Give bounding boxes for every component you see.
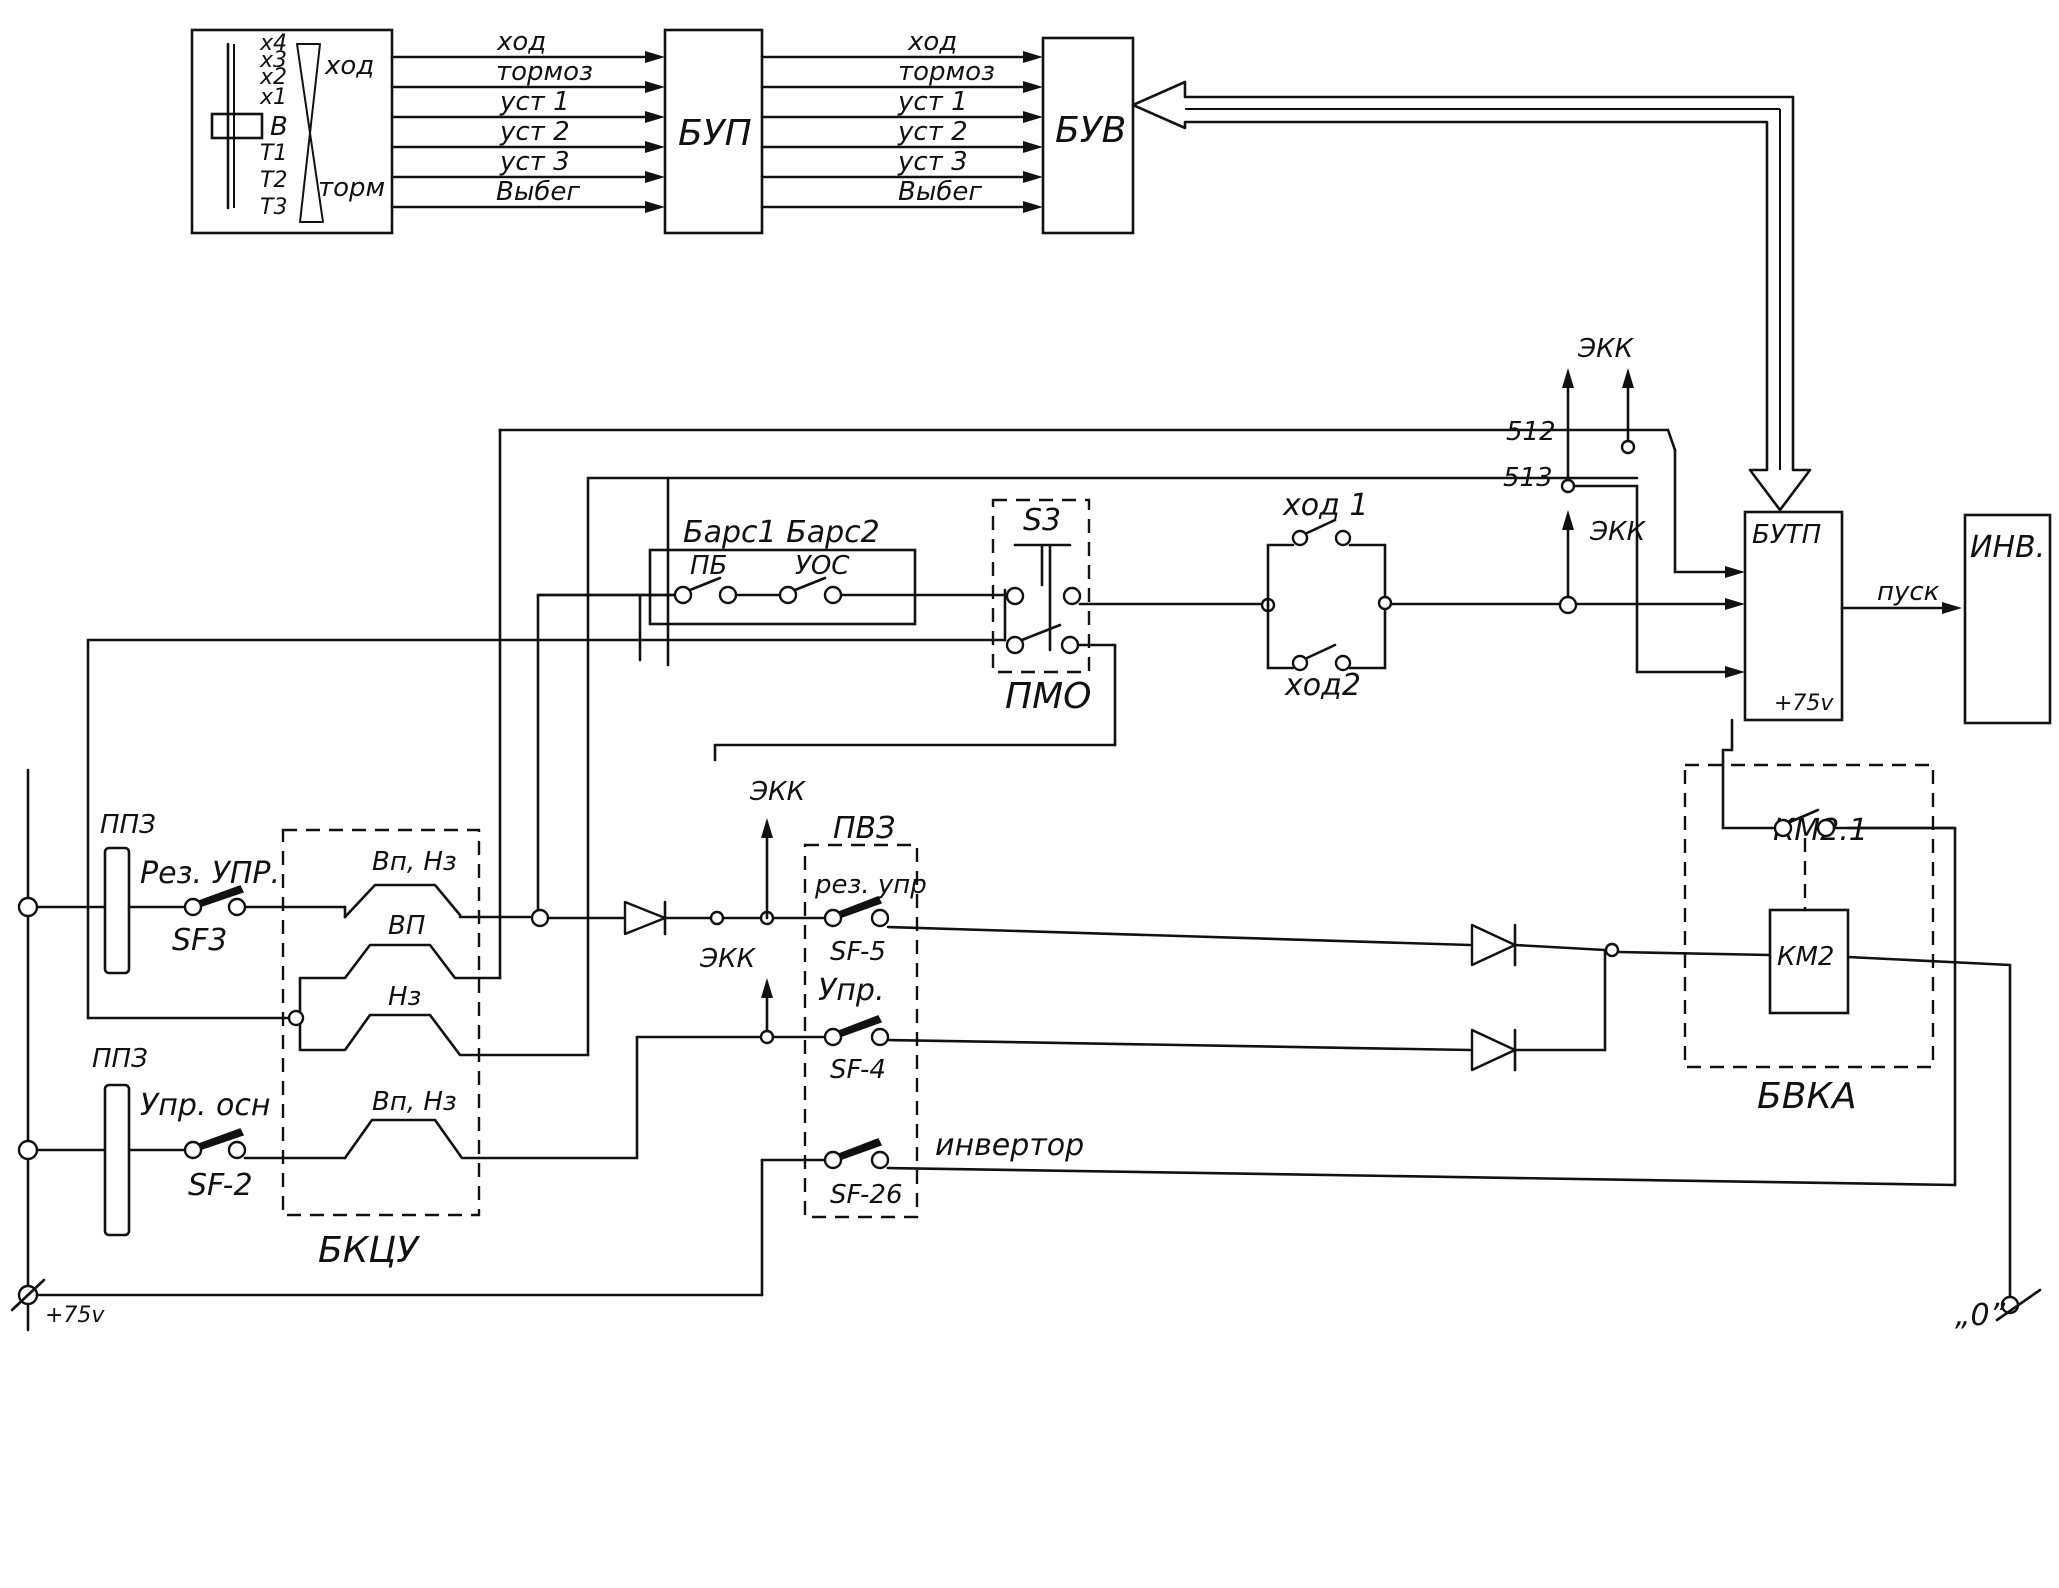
upr-osn-label: Упр. осн bbox=[140, 1088, 270, 1123]
pb-label: ПБ bbox=[690, 551, 727, 581]
bars-label: Барс1 Барс2 bbox=[683, 515, 880, 550]
ekk-mid-label: ЭКК bbox=[1589, 517, 1647, 547]
pmo-box bbox=[991, 498, 1091, 674]
signal-right-label: уст 2 bbox=[897, 117, 968, 147]
bkcu-box bbox=[281, 828, 481, 1217]
butp-block: БУТП +75v bbox=[1743, 510, 1844, 722]
sf4-label: SF-4 bbox=[830, 1055, 886, 1085]
signal-lines-right: ход тормоз уст 1 уст 2 уст 3 Выбег bbox=[760, 27, 1043, 213]
position-label: x4 bbox=[259, 31, 287, 56]
position-label: В bbox=[270, 112, 288, 142]
bvka-label: БВКА bbox=[1757, 1076, 1857, 1117]
signal-right-label: уст 1 bbox=[897, 87, 968, 117]
km2-label: КМ2 bbox=[1777, 942, 1834, 972]
invertor-label: инвертор bbox=[935, 1128, 1084, 1163]
pusk-label: пуск bbox=[1877, 577, 1940, 607]
ekk-low-label: ЭКК bbox=[749, 777, 807, 807]
n512-label: 512 bbox=[1506, 417, 1556, 447]
upr-label: Упр. bbox=[818, 973, 884, 1008]
position-label: x2 bbox=[259, 65, 287, 90]
signal-right-label: ход bbox=[907, 27, 957, 57]
controller-hod-label: ход bbox=[324, 51, 374, 81]
n513-label: 513 bbox=[1503, 463, 1553, 493]
signal-right-label: Выбег bbox=[898, 177, 982, 207]
position-label: Т2 bbox=[260, 168, 287, 193]
inv-block: ИНВ. bbox=[1963, 513, 2052, 725]
signal-right-label: тормоз bbox=[898, 57, 995, 87]
bars-box bbox=[648, 548, 917, 626]
ekk-top-label: ЭКК bbox=[1577, 334, 1635, 364]
terminal-node bbox=[17, 896, 39, 918]
butp-plus75-label: +75v bbox=[1774, 691, 1834, 716]
position-label: Т3 bbox=[260, 195, 287, 220]
vp-label: ВП bbox=[388, 911, 425, 941]
rez-upr-label: Рез. УПР. bbox=[140, 856, 280, 891]
buv-label: БУВ bbox=[1055, 110, 1126, 151]
signal-left-label: ход bbox=[496, 27, 546, 57]
rez-upr2-label: рез. упр bbox=[814, 870, 927, 900]
zero-label: „0” bbox=[1955, 1298, 2006, 1333]
diode-lower bbox=[1470, 1028, 1517, 1072]
inv-label: ИНВ. bbox=[1970, 530, 2045, 565]
uos-label: УОС bbox=[795, 551, 850, 581]
bvka-box bbox=[1683, 763, 1935, 1069]
hod2-label: ход2 bbox=[1284, 668, 1361, 703]
buv-block: БУВ bbox=[1041, 36, 1135, 235]
terminal-node bbox=[17, 1139, 39, 1161]
sf3-label: SF3 bbox=[172, 923, 227, 958]
sf26-label: SF-26 bbox=[830, 1180, 903, 1210]
ppz1-label: ППЗ bbox=[100, 810, 156, 840]
controller-torm-label: торм bbox=[318, 173, 385, 203]
bup-block: БУП bbox=[663, 28, 764, 235]
signal-left-label: тормоз bbox=[496, 57, 593, 87]
bup-label: БУП bbox=[678, 113, 752, 154]
signal-left-label: Выбег bbox=[496, 177, 580, 207]
buv-butp-bus-arrow bbox=[1131, 80, 1812, 512]
signal-left-label: уст 2 bbox=[499, 117, 570, 147]
position-label: x1 bbox=[259, 85, 287, 110]
ekk-diode-label: ЭКК bbox=[699, 944, 757, 974]
signal-right-label: уст 3 bbox=[897, 147, 968, 177]
vp-nz-bottom-label: Вп, Нз bbox=[372, 1087, 457, 1117]
hod1-label: ход 1 bbox=[1282, 488, 1368, 523]
position-label: Т1 bbox=[260, 141, 287, 166]
pvz-box bbox=[803, 843, 919, 1219]
diode-upper bbox=[1470, 923, 1517, 967]
signal-lines-left: ход тормоз уст 1 уст 2 уст 3 Выбег bbox=[390, 27, 665, 213]
pmo-label: ПМО bbox=[1005, 676, 1091, 717]
plus75-label: +75v bbox=[45, 1303, 105, 1328]
controller-block: x4 x3 x2 x1 В Т1 Т2 Т3 ход торм bbox=[190, 28, 394, 235]
vp-nz-top-label: Вп, Нз bbox=[372, 847, 457, 877]
ppz2-label: ППЗ bbox=[92, 1044, 148, 1074]
nz-label: Нз bbox=[388, 982, 421, 1012]
km2-coil bbox=[1768, 908, 1850, 1015]
signal-left-label: уст 1 bbox=[499, 87, 570, 117]
sf5-label: SF-5 bbox=[830, 937, 886, 967]
controller-positions: x4 x3 x2 x1 В Т1 Т2 Т3 bbox=[259, 31, 288, 220]
butp-label: БУТП bbox=[1752, 520, 1821, 550]
pvz-label: ПВЗ bbox=[833, 811, 895, 846]
sf2-label: SF-2 bbox=[188, 1168, 253, 1203]
position-label: x3 bbox=[259, 48, 287, 73]
bkcu-label: БКЦУ bbox=[318, 1230, 420, 1271]
s3-label: S3 bbox=[1023, 503, 1061, 538]
signal-left-label: уст 3 bbox=[499, 147, 570, 177]
